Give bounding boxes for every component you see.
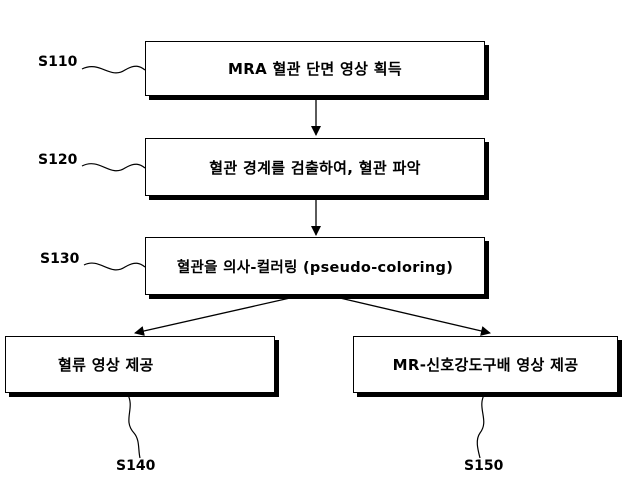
step-id-s130: S130 — [40, 251, 80, 267]
step-id-s150: S150 — [464, 458, 504, 474]
leader-s140 — [126, 392, 141, 459]
leader-s110 — [81, 65, 146, 74]
step-box-s150: MR-신호강도구배 영상 제공 — [353, 336, 618, 393]
step-text-s110: MRA 혈관 단면 영상 획득 — [228, 60, 402, 78]
step-text-s140: 혈류 영상 제공 — [58, 356, 154, 374]
leader-s150 — [476, 392, 486, 459]
step-text-s120: 혈관 경계를 검출하여, 혈관 파악 — [209, 158, 421, 177]
arrow-s130-to-s140 — [134, 297, 291, 336]
step-id-s140: S140 — [116, 458, 156, 474]
leader-s120 — [81, 163, 146, 172]
step-text-s130: 혈관을 의사-컬러링 (pseudo-coloring) — [176, 259, 454, 276]
step-box-s140: 혈류 영상 제공 — [5, 336, 275, 393]
step-box-s120: 혈관 경계를 검출하여, 혈관 파악 — [145, 138, 485, 196]
step-id-s120: S120 — [38, 152, 78, 168]
step-box-s130: 혈관을 의사-컬러링 (pseudo-coloring) — [145, 237, 485, 295]
step-box-s110: MRA 혈관 단면 영상 획득 — [145, 41, 485, 96]
step-id-s110: S110 — [38, 54, 78, 70]
leader-s130 — [83, 262, 146, 271]
step-text-s150: MR-신호강도구배 영상 제공 — [392, 356, 579, 374]
arrow-s130-to-s150 — [339, 297, 491, 336]
